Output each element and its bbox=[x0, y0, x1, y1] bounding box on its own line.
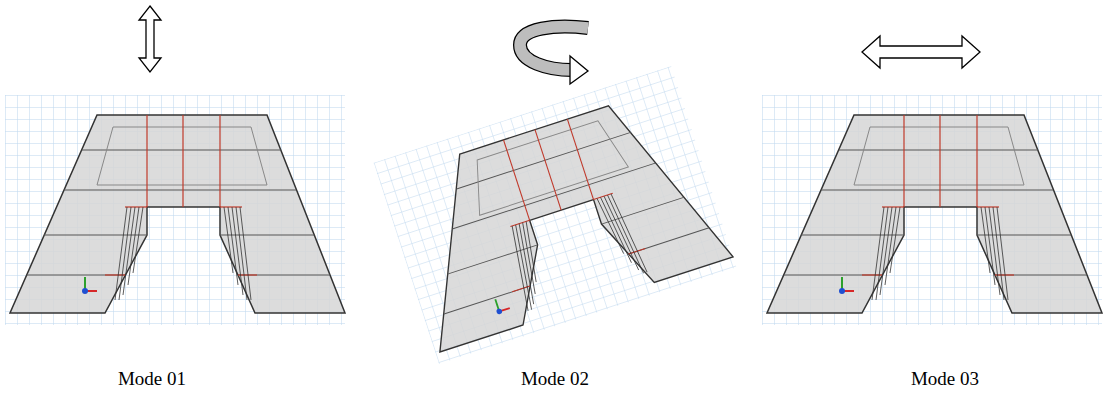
mode-caption: Mode 02 bbox=[521, 368, 589, 390]
mode-03-view bbox=[762, 95, 1102, 325]
vertical-arrow bbox=[139, 6, 161, 72]
mode-caption: Mode 01 bbox=[118, 368, 186, 390]
rotation-arrow-head bbox=[570, 56, 588, 84]
mode-02-view bbox=[374, 66, 737, 364]
horizontal-arrow bbox=[862, 36, 980, 68]
mode-caption: Mode 03 bbox=[911, 368, 979, 390]
mode-01-view bbox=[5, 95, 345, 325]
